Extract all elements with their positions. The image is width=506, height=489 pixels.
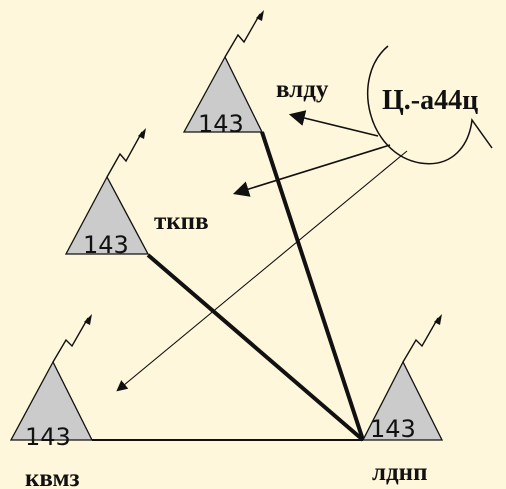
center-arc <box>366 45 493 165</box>
station-vldu: 143 влду <box>182 10 329 138</box>
station-tkpv-triangle <box>64 175 150 255</box>
station-tkpv-label: ткпв <box>154 208 209 235</box>
station-ldnp-signal-arrow-icon <box>434 314 442 325</box>
station-tkpv-signal-arrow-icon <box>138 128 146 139</box>
station-vldu-signal-icon <box>224 13 261 58</box>
arrow-to-tkpv <box>232 144 391 197</box>
station-kvmz-signal-arrow-icon <box>84 314 92 325</box>
center-node-label: Ц.-а44ц <box>382 85 478 116</box>
arrow-to-vldu <box>288 110 379 137</box>
station-tkpv-number: 143 <box>83 231 129 259</box>
station-ldnp-label: лднп <box>372 459 427 486</box>
station-vldu-number: 143 <box>198 110 244 138</box>
station-ldnp-signal-icon <box>402 317 439 363</box>
station-vldu-label: влду <box>276 76 329 103</box>
station-kvmz-number: 143 <box>25 423 71 451</box>
station-kvmz-triangle <box>9 360 94 441</box>
station-tkpv-signal-icon <box>106 131 143 178</box>
station-kvmz: 143 квмз <box>9 314 94 489</box>
station-tkpv: 143 ткпв <box>64 128 209 259</box>
station-kvmz-label: квмз <box>25 465 80 489</box>
station-vldu-triangle <box>182 55 264 133</box>
station-kvmz-signal-icon <box>52 317 89 363</box>
station-ldnp-number: 143 <box>370 415 416 443</box>
arrow-to-kvmz <box>116 150 408 392</box>
station-vldu-signal-arrow-icon <box>256 10 264 21</box>
station-ldnp: 143 лднп <box>361 314 444 486</box>
station-ldnp-triangle <box>361 360 444 441</box>
link-ldnp-vldu <box>260 131 365 441</box>
link-ldnp-tkpv <box>146 253 365 442</box>
